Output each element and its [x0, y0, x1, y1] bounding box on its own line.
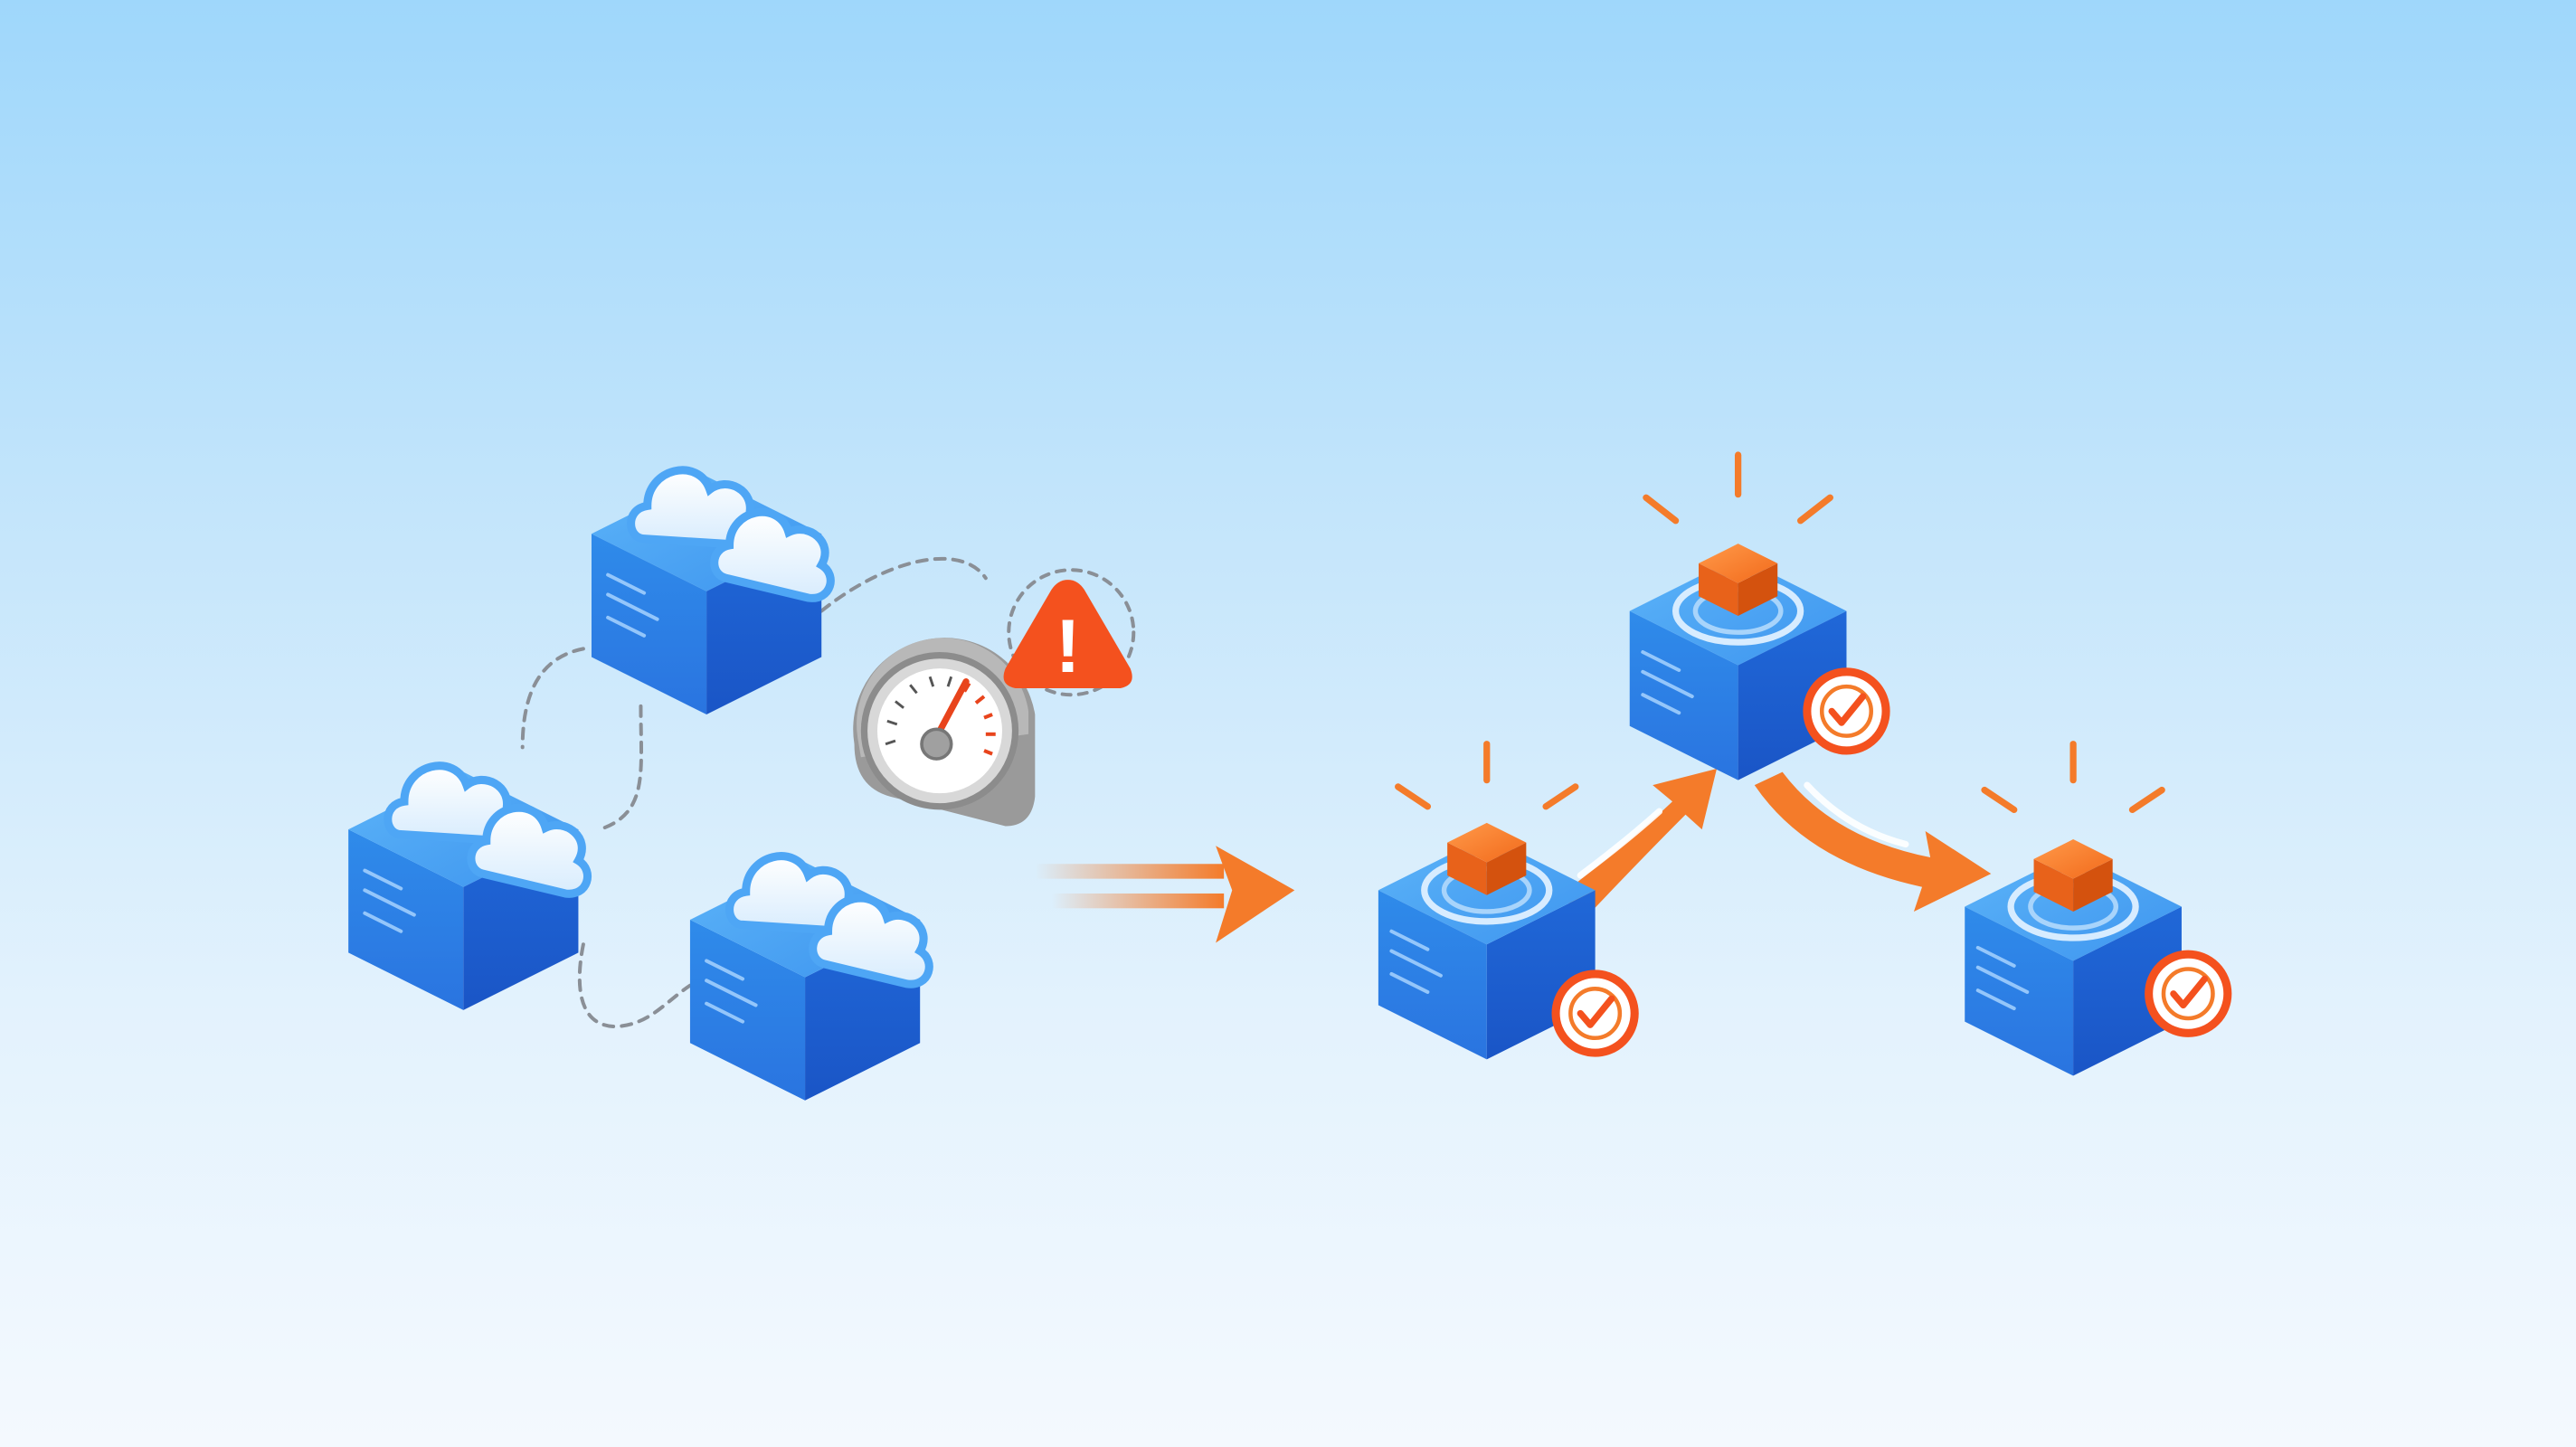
cloud-server-bottom — [689, 852, 933, 1101]
cloud-server-top — [591, 466, 835, 715]
check-circle-icon — [1551, 969, 1639, 1057]
right-arrow-icon — [1035, 846, 1295, 943]
cloud-icon — [725, 852, 933, 988]
gauge-ticks — [885, 676, 953, 746]
check-circle-icon — [1803, 667, 1890, 755]
cloud-icon — [384, 761, 592, 898]
flow-arrow-left-to-top — [1560, 768, 1718, 921]
dashed-connections — [520, 556, 1136, 1029]
speedometer-icon — [853, 638, 1036, 827]
orange-cube-icon — [1447, 822, 1527, 895]
flow-arrow-top-to-right — [1754, 771, 1992, 912]
warning-triangle-icon: ! — [1003, 580, 1132, 688]
warning-glyph: ! — [1056, 603, 1081, 688]
check-circle-icon — [2145, 950, 2232, 1037]
optimized-server-top — [1629, 451, 1890, 780]
optimized-server-left — [1378, 741, 1639, 1060]
highlight-rays — [1395, 741, 1579, 810]
highlight-rays — [1643, 451, 1833, 525]
optimized-server-right — [1965, 741, 2232, 1076]
cloud-icon — [627, 466, 835, 602]
gauge-needle — [936, 678, 970, 734]
orange-cube-icon — [1699, 544, 1778, 617]
highlight-rays — [1981, 741, 2165, 813]
orange-cube-icon — [2033, 839, 2113, 912]
cloud-server-left — [348, 761, 592, 1010]
